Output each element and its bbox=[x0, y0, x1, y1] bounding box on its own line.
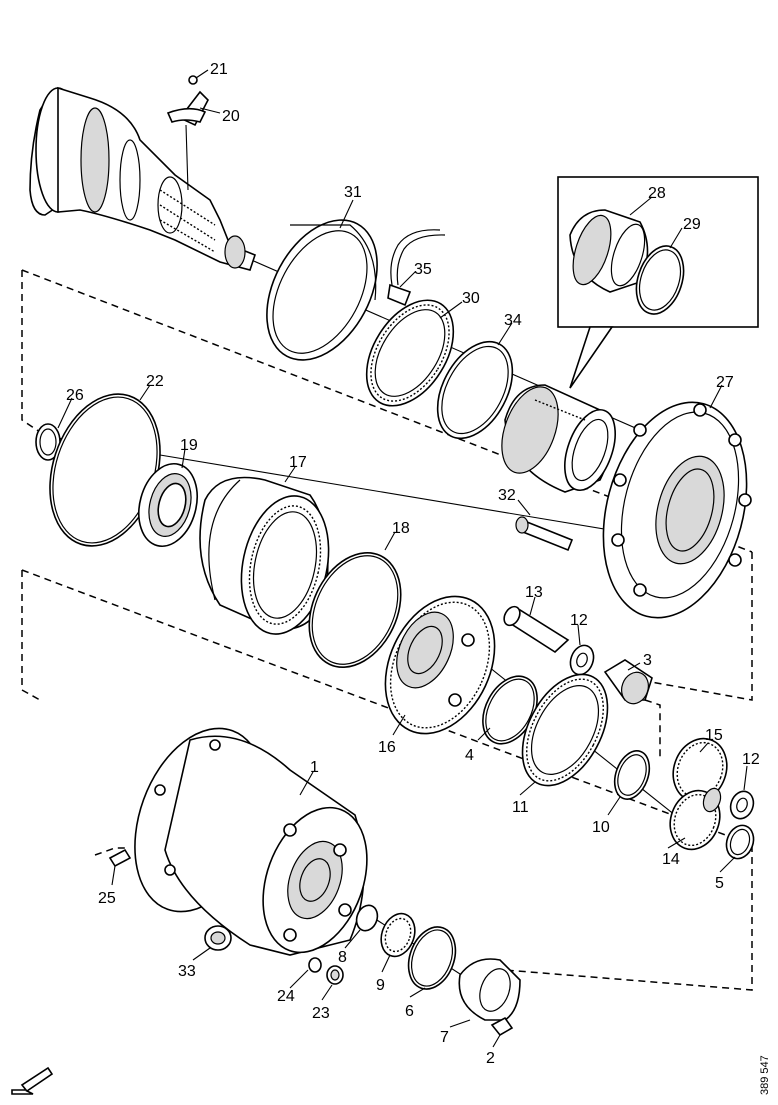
callout-3: 3 bbox=[643, 652, 652, 669]
part-20-axle-shaft bbox=[29, 75, 256, 271]
callout-23: 23 bbox=[312, 1005, 330, 1022]
callout-35: 35 bbox=[414, 261, 432, 278]
callout-31: 31 bbox=[344, 184, 362, 201]
callout-10: 10 bbox=[592, 819, 610, 836]
part-23-plug bbox=[326, 965, 344, 985]
callout-29: 29 bbox=[683, 216, 701, 233]
inset-detail bbox=[557, 176, 759, 389]
part-19-seal bbox=[138, 462, 198, 548]
part-24-washer bbox=[308, 957, 322, 973]
part-8-o-ring bbox=[355, 904, 379, 932]
part-27-hub bbox=[602, 401, 752, 619]
part-6-ring bbox=[407, 926, 457, 990]
callout-5: 5 bbox=[715, 875, 724, 892]
part-31-ring bbox=[266, 219, 378, 361]
part-35-hose bbox=[387, 229, 446, 307]
callout-18: 18 bbox=[392, 520, 410, 537]
callout-4: 4 bbox=[465, 747, 474, 764]
callout-labels: 21 20 31 35 30 34 28 29 27 26 22 19 17 1… bbox=[66, 61, 760, 1067]
part-10-circlip bbox=[613, 750, 651, 800]
callout-25: 25 bbox=[98, 890, 116, 907]
callout-21: 21 bbox=[210, 61, 228, 78]
part-17-ring-gear bbox=[199, 476, 330, 635]
leader-lines bbox=[57, 69, 748, 1048]
callout-9: 9 bbox=[376, 977, 385, 994]
callout-28: 28 bbox=[648, 185, 666, 202]
part-30-ring bbox=[365, 299, 455, 407]
callout-26: 26 bbox=[66, 387, 84, 404]
part-11-toothed-ring bbox=[521, 673, 609, 787]
callout-22: 22 bbox=[146, 373, 164, 390]
part-9-bearing bbox=[380, 912, 416, 958]
part-7-cover bbox=[458, 958, 521, 1021]
callout-7: 7 bbox=[440, 1029, 449, 1046]
callout-6: 6 bbox=[405, 1003, 414, 1020]
callout-16: 16 bbox=[378, 739, 396, 756]
callout-27: 27 bbox=[716, 374, 734, 391]
part-15-14-planet-gears bbox=[669, 737, 728, 851]
callout-1: 1 bbox=[310, 759, 319, 776]
callout-12-lower: 12 bbox=[742, 751, 760, 768]
part-18-snap-ring bbox=[308, 551, 402, 669]
callout-34: 34 bbox=[504, 312, 522, 329]
part-32-stud bbox=[515, 516, 574, 552]
callout-12-upper: 12 bbox=[570, 612, 588, 629]
part-1-housing bbox=[134, 727, 368, 956]
callout-15: 15 bbox=[705, 727, 723, 744]
callout-33: 33 bbox=[178, 963, 196, 980]
part-12-washer-upper bbox=[569, 644, 595, 676]
part-5-circlip bbox=[725, 824, 755, 860]
part-25-bolt bbox=[108, 848, 132, 868]
callout-14: 14 bbox=[662, 851, 680, 868]
callout-13: 13 bbox=[525, 584, 543, 601]
part-16-carrier bbox=[384, 595, 496, 735]
callout-30: 30 bbox=[462, 290, 480, 307]
callout-32: 32 bbox=[498, 487, 516, 504]
callout-17: 17 bbox=[289, 454, 307, 471]
part-2-bolt bbox=[490, 1016, 514, 1037]
part-13-pin bbox=[503, 605, 570, 654]
part-34-snap-ring bbox=[436, 340, 514, 440]
callout-24: 24 bbox=[277, 988, 295, 1005]
part-33-plug bbox=[204, 925, 232, 951]
drawing-number: 389 547 bbox=[759, 1055, 771, 1095]
callout-20: 20 bbox=[222, 108, 240, 125]
callout-8: 8 bbox=[338, 949, 347, 966]
part-3-bushing bbox=[603, 659, 653, 705]
callout-11: 11 bbox=[512, 799, 529, 816]
arrow-icon bbox=[11, 1066, 54, 1095]
part-12-washer-lower bbox=[729, 790, 755, 820]
part-bearing-assembly bbox=[501, 384, 616, 493]
callout-19: 19 bbox=[180, 437, 198, 454]
callout-2: 2 bbox=[486, 1050, 495, 1067]
